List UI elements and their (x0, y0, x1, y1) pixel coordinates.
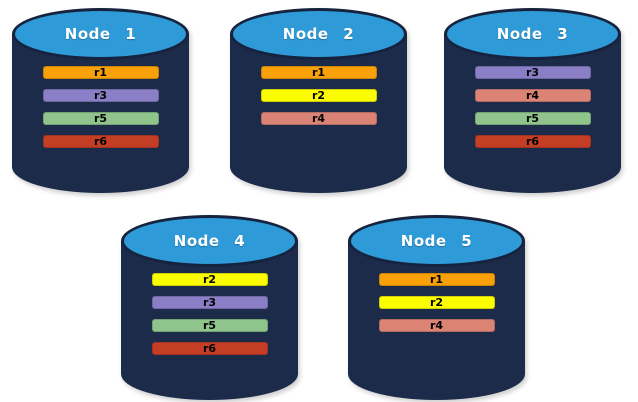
database-node-2: Node 2 r1 r2 r4 (230, 8, 407, 193)
replica-bar-r2: r2 (151, 273, 268, 286)
replica-bar-r1: r1 (260, 66, 377, 79)
cylinder-top: Node 5 (348, 215, 525, 267)
replica-bar-list: r1 r2 r4 (230, 66, 407, 125)
replica-bar-r6: r6 (42, 135, 159, 148)
cylinder-top: Node 1 (12, 8, 189, 60)
replica-bar-r2: r2 (378, 296, 495, 309)
node-title: Node 3 (496, 25, 569, 43)
replica-bar-list: r1 r3 r5 r6 (12, 66, 189, 148)
replica-bar-r5: r5 (474, 112, 591, 125)
replica-bar-r6: r6 (151, 342, 268, 355)
database-node-3: Node 3 r3 r4 r5 r6 (444, 8, 621, 193)
replica-bar-r5: r5 (151, 319, 268, 332)
cylinder-top: Node 2 (230, 8, 407, 60)
replica-bar-list: r2 r3 r5 r6 (121, 273, 298, 355)
node-title: Node 2 (282, 25, 355, 43)
replica-bar-r3: r3 (151, 296, 268, 309)
replica-bar-r3: r3 (474, 66, 591, 79)
cylinder-bottom (444, 141, 621, 193)
cylinder-bottom (12, 141, 189, 193)
replica-bar-r1: r1 (378, 273, 495, 286)
node-title: Node 1 (64, 25, 137, 43)
database-node-5: Node 5 r1 r2 r4 (348, 215, 525, 400)
cylinder-top: Node 4 (121, 215, 298, 267)
replica-bar-r6: r6 (474, 135, 591, 148)
replica-bar-r2: r2 (260, 89, 377, 102)
node-title: Node 5 (400, 232, 473, 250)
replica-bar-list: r3 r4 r5 r6 (444, 66, 621, 148)
database-node-1: Node 1 r1 r3 r5 r6 (12, 8, 189, 193)
replica-bar-r4: r4 (474, 89, 591, 102)
replica-bar-list: r1 r2 r4 (348, 273, 525, 332)
replica-bar-r4: r4 (260, 112, 377, 125)
cylinder-bottom (348, 348, 525, 400)
replica-bar-r3: r3 (42, 89, 159, 102)
replica-bar-r5: r5 (42, 112, 159, 125)
replica-bar-r1: r1 (42, 66, 159, 79)
cylinder-bottom (230, 141, 407, 193)
cylinder-bottom (121, 348, 298, 400)
database-node-4: Node 4 r2 r3 r5 r6 (121, 215, 298, 400)
cylinder-top: Node 3 (444, 8, 621, 60)
replica-bar-r4: r4 (378, 319, 495, 332)
node-title: Node 4 (173, 232, 246, 250)
